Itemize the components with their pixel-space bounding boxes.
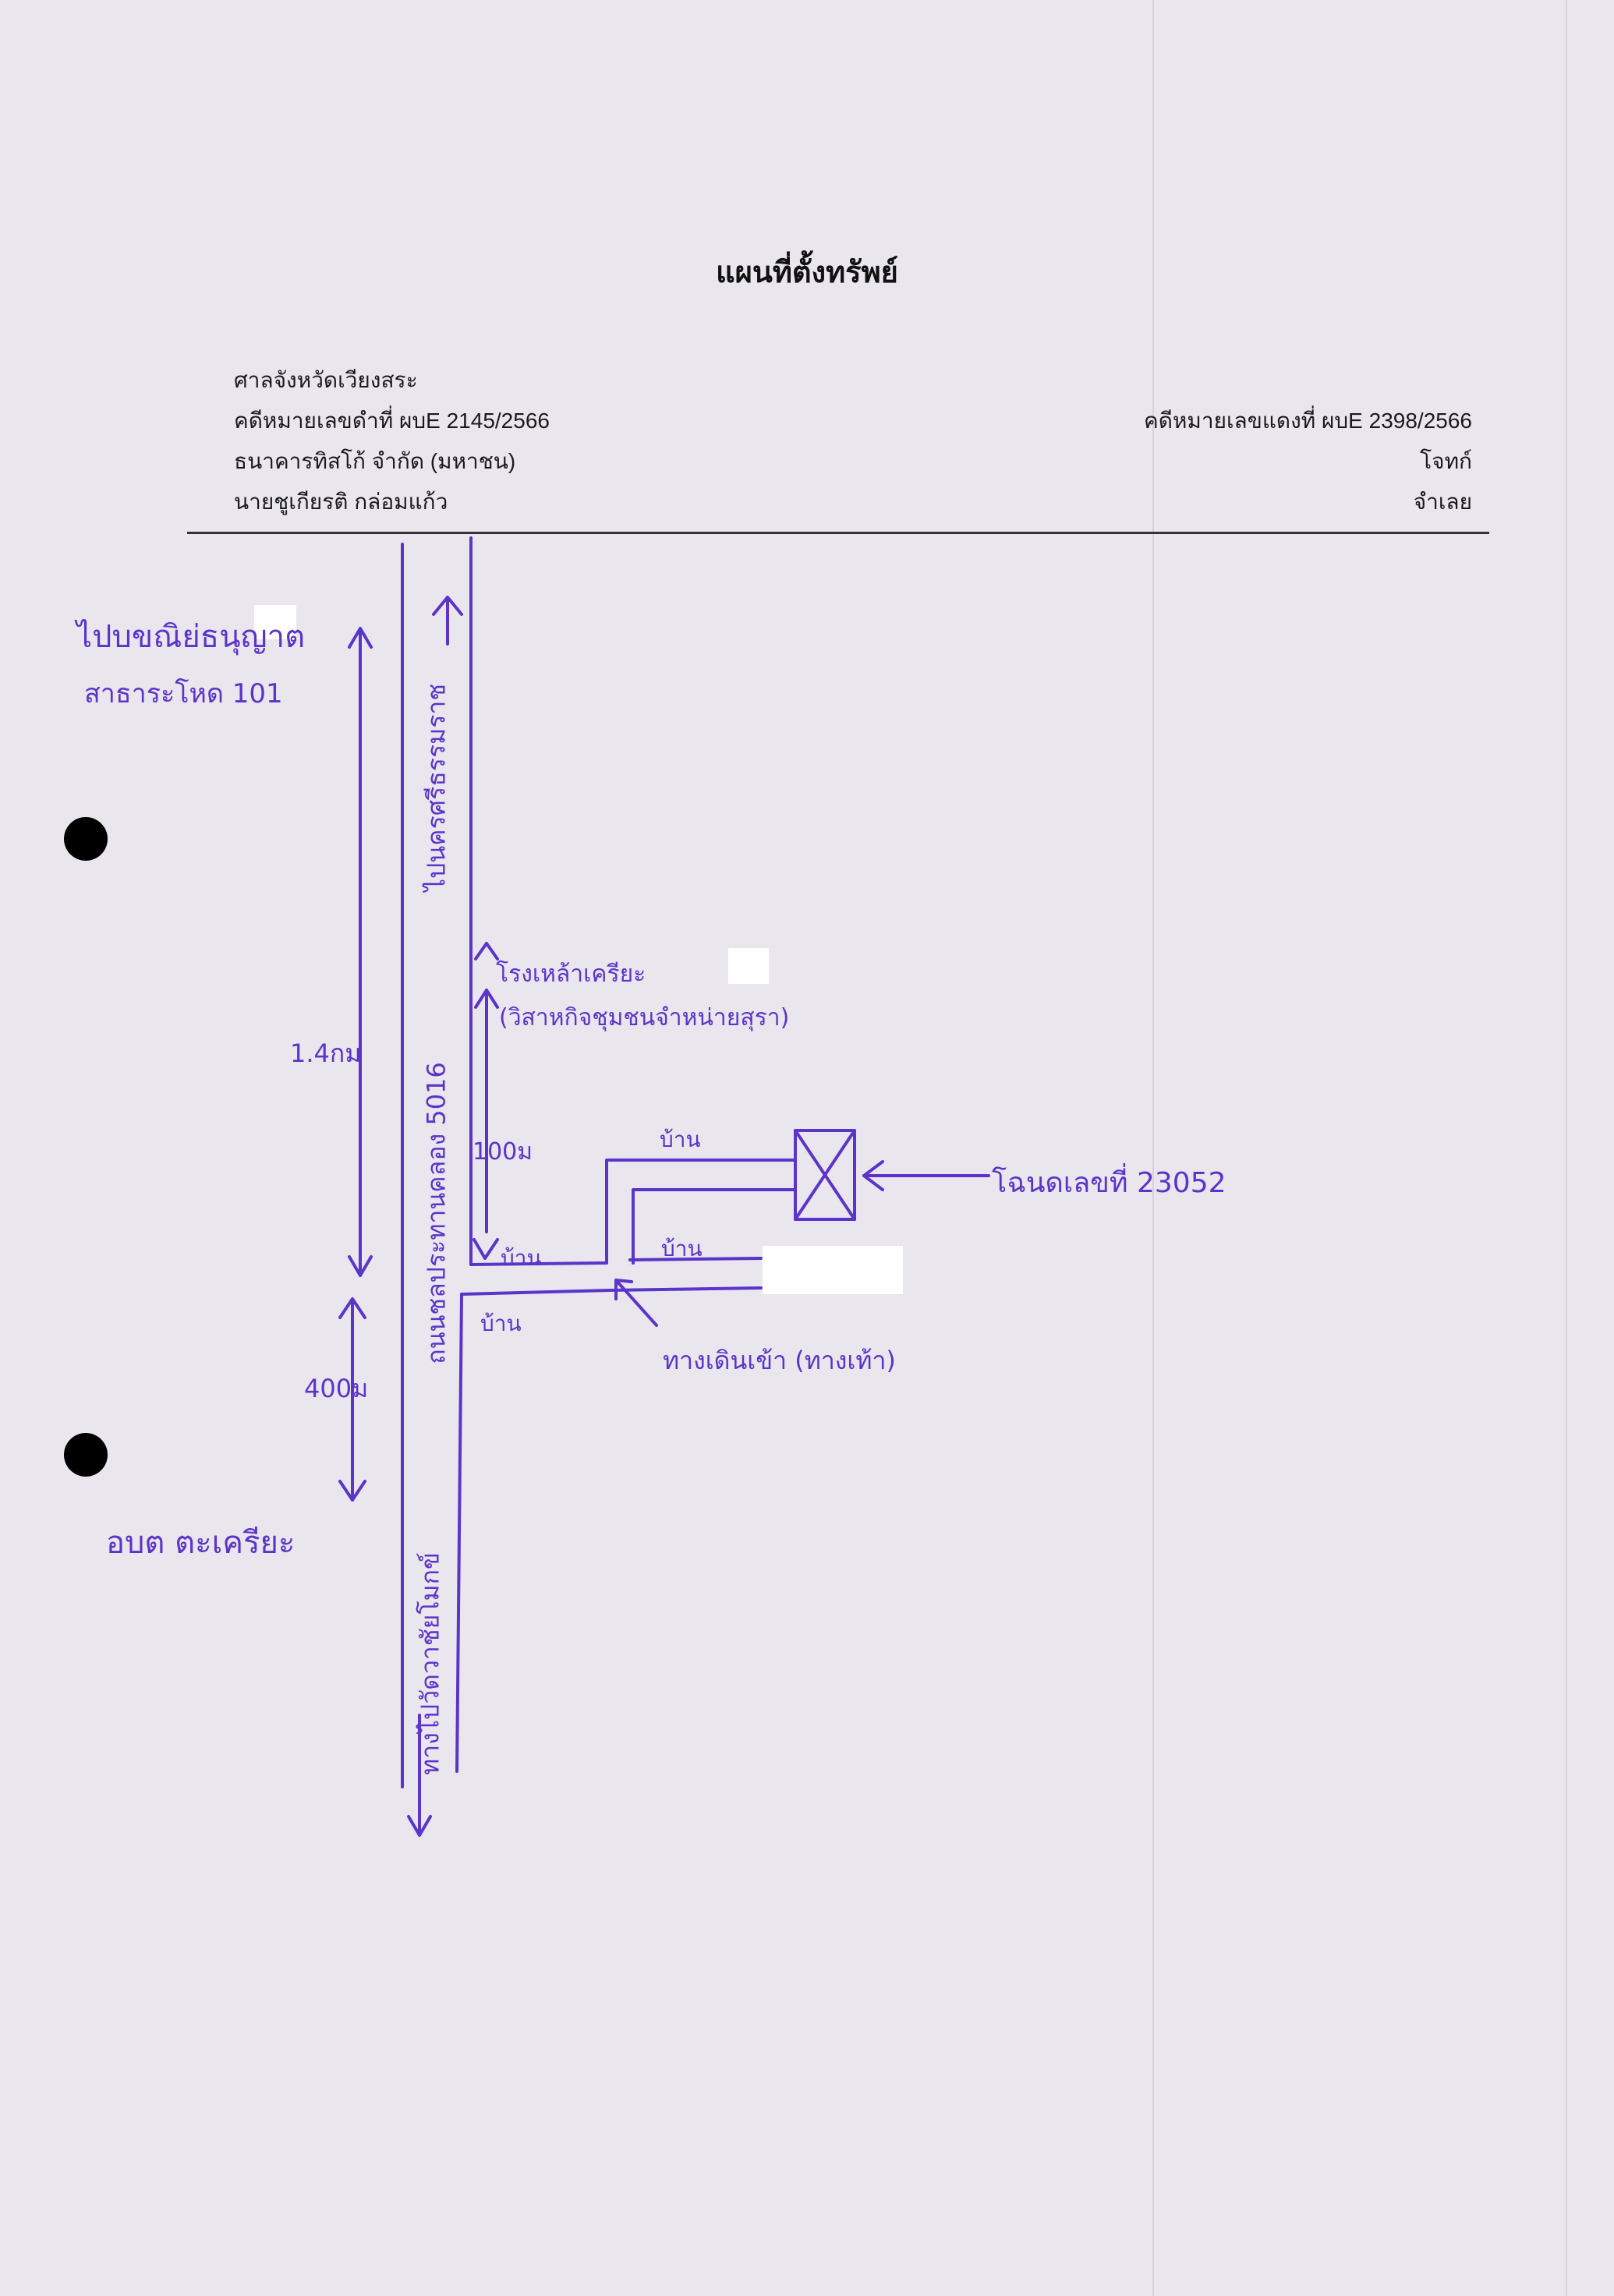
walkway-label: ทางเดินเข้า (ทางเท้า) <box>663 1346 896 1375</box>
redaction-box <box>728 948 769 984</box>
factory-sub-label: (วิสาหกิจชุมชนจำหน่ายสุรา) <box>499 1004 790 1031</box>
distance-short-label: 400ม <box>304 1374 369 1403</box>
defendant-label: จำเลย <box>1413 490 1472 514</box>
plaintiff-label: โจทก์ <box>1420 449 1472 473</box>
paper-fold-line <box>1566 0 1567 2296</box>
north-arrow-head <box>432 596 463 616</box>
walkway-arrow-line <box>614 1279 658 1327</box>
road-line-right-lower <box>455 1293 463 1773</box>
land-plot-cross <box>794 1129 856 1221</box>
lane-line-inner <box>632 1188 797 1265</box>
house-label: บ้าน <box>501 1245 542 1271</box>
distance-branch-label: 100ม <box>473 1138 533 1166</box>
paper-fold-line <box>1152 0 1154 2296</box>
defendant-name: นายชูเกียรติ กล่อมแก้ว <box>234 490 448 514</box>
court-name: ศาลจังหวัดเวียงสระ <box>234 368 418 392</box>
house-label: บ้าน <box>480 1311 522 1336</box>
red-case-number: คดีหมายเลขแดงที่ ผบE 2398/2566 <box>1144 409 1472 433</box>
land-plot-box <box>794 1129 856 1221</box>
distance-long-label: 1.4กม <box>290 1038 362 1068</box>
south-road-destination: ทางไปวัดวาชัยโมกข์ <box>415 1552 445 1775</box>
north-destination-sub: สาธาระโหด 101 <box>84 678 283 709</box>
north-road-destination: ไปนครศรีธรรมราช <box>421 683 451 892</box>
page-title: แผนที่ตั้งทรัพย์ <box>716 256 898 289</box>
distance-long-top-head <box>348 627 373 649</box>
punch-hole <box>64 1433 108 1477</box>
redaction-box <box>763 1246 903 1294</box>
deed-number-label: โฉนดเลขที่ 23052 <box>992 1167 1226 1199</box>
distance-short-top-head <box>338 1297 366 1319</box>
branch-arrow-bottom <box>473 1238 499 1260</box>
lane-line-lower <box>608 1286 763 1292</box>
south-arrow-head <box>407 1815 432 1837</box>
deed-arrow-head <box>862 1160 884 1191</box>
junction-road-bottom <box>460 1289 611 1296</box>
branch-arrow-head <box>474 989 499 1009</box>
lane-line-outer <box>605 1159 797 1265</box>
north-destination: ไปบขณิย่ธนุญาต <box>76 619 306 655</box>
factory-arrow-head <box>474 942 499 960</box>
header-divider <box>187 532 1489 534</box>
factory-label: โรงเหล้าเครียะ <box>496 960 646 988</box>
distance-long-bottom-head <box>348 1255 373 1277</box>
district-office-label: อบต ตะเครียะ <box>106 1525 296 1561</box>
house-label: บ้าน <box>661 1236 703 1261</box>
punch-hole <box>64 817 108 861</box>
walkway-arrow-head <box>614 1279 633 1300</box>
lane-line-to-house <box>628 1257 763 1261</box>
junction-road-top <box>469 1261 608 1266</box>
distance-short-bottom-head <box>338 1480 366 1502</box>
road-name-label: ถนนชลประทานคลอง 5016 <box>421 1062 451 1364</box>
house-label: บ้าน <box>660 1127 701 1152</box>
redaction-box <box>254 605 296 639</box>
black-case-number: คดีหมายเลขดำที่ ผบE 2145/2566 <box>234 409 550 433</box>
plaintiff-name: ธนาคารทิสโก้ จำกัด (มหาชน) <box>234 449 516 473</box>
